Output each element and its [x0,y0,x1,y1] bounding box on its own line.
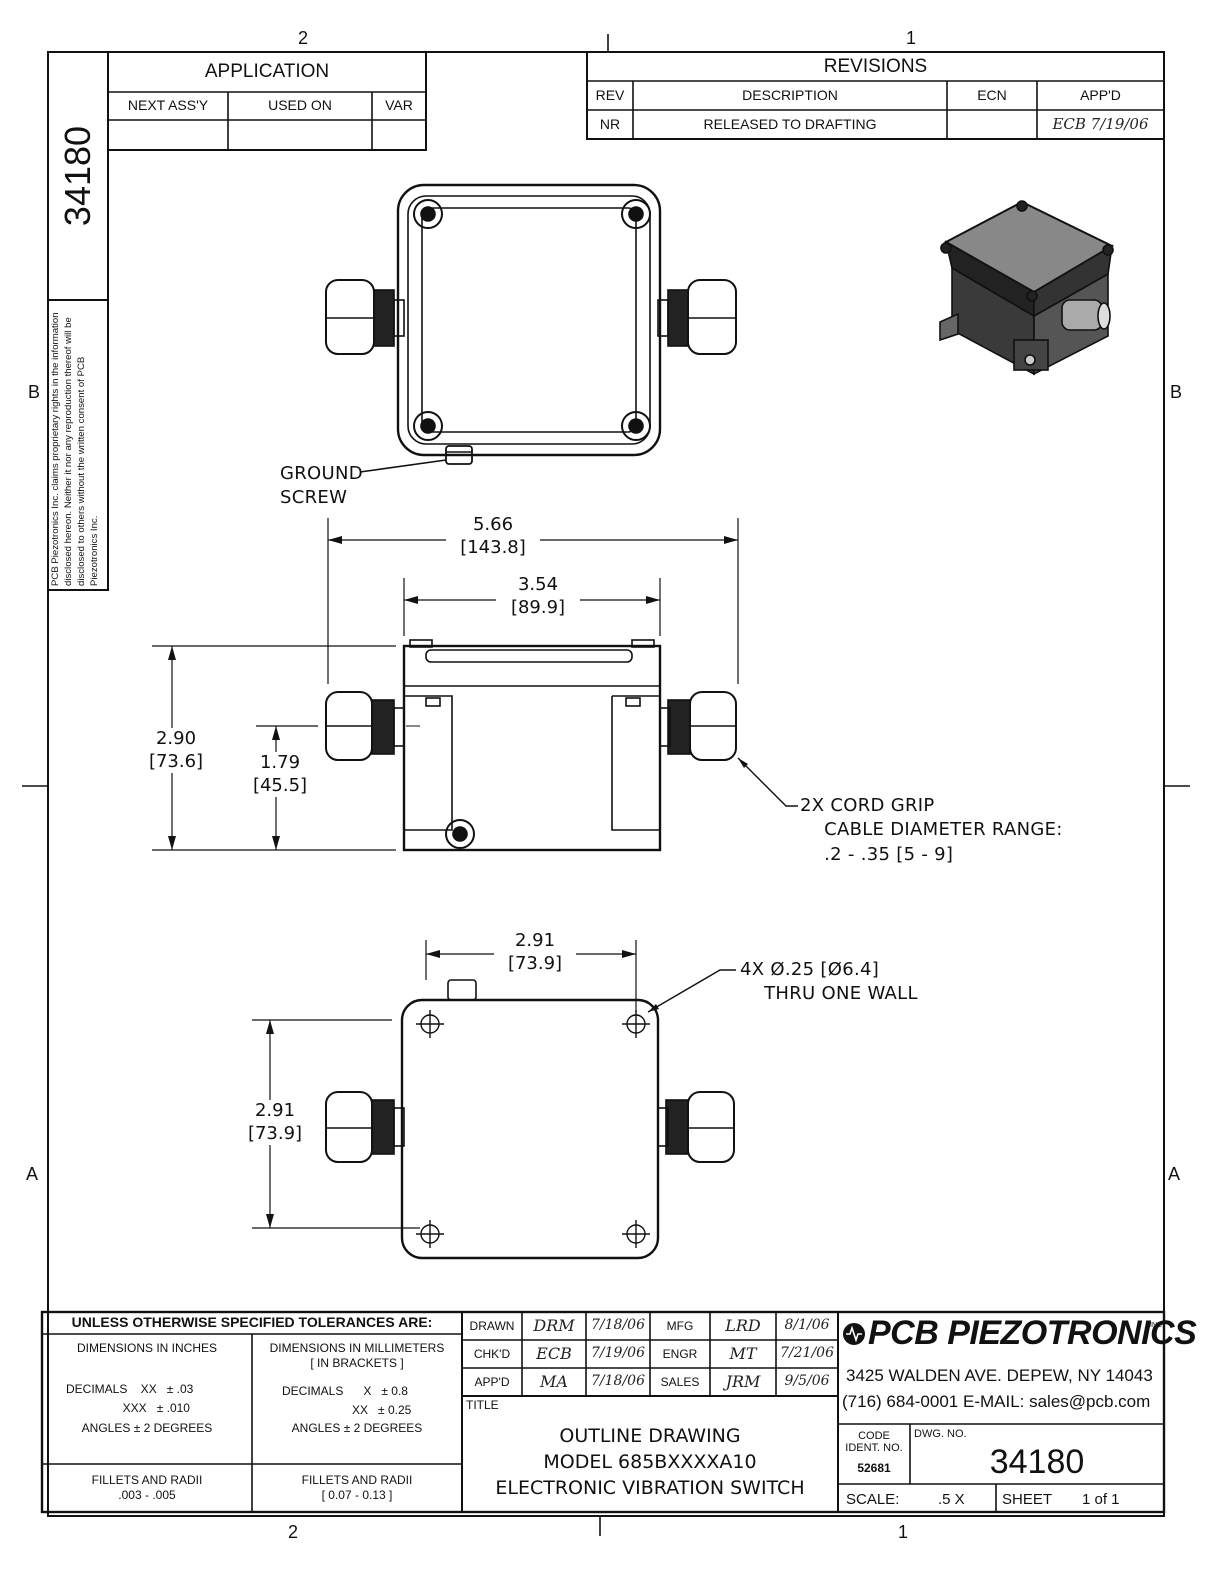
ground-screw-note: GROUND SCREW [280,463,363,509]
dim-body-width: 3.54 [89.9] [496,574,580,619]
application-next-assy: NEXT ASS'Y [127,97,209,114]
signoff-appd-date: 7/18/06 [591,1373,645,1390]
zone-row-a-right: A [1168,1164,1181,1184]
signoff-mfg-label: MFG [666,1318,694,1333]
signoff-engr-signature: MT [729,1344,757,1363]
drawing-title: OUTLINE DRAWING MODEL 685BXXXXA10 ELECTR… [495,1425,805,1499]
application-table-frame [107,51,427,151]
zone-bottom-left: 2 [288,1522,299,1542]
company-name: PCB PIEZOTRONICS [868,1314,1197,1352]
dim-hole-spacing-y: 2.91 [73.9] [236,1100,314,1145]
revisions-row-rev: NR [599,115,621,132]
signoff-drawn-label: DRAWN [469,1318,515,1333]
signoff-sales-date: 9/5/06 [784,1373,830,1390]
revisions-row-appd-signature: ECB 7/19/06 [1052,115,1149,134]
tolerances-mm-decimals: DECIMALS X ± 0.8 XX ± 0.25 [282,1384,412,1417]
bottom-view [325,969,736,1260]
revisions-table-frame [586,51,1165,140]
side-tab-proprietary-note: PCB Piezotronics Inc. claims proprietary… [50,312,100,586]
tolerances-inch-decimals: DECIMALS XX ± .03 XXX ± .010 [66,1382,194,1415]
tolerances-header: UNLESS OTHERWISE SPECIFIED TOLERANCES AR… [71,1314,433,1331]
signoff-chkd-date: 7/19/06 [591,1345,645,1362]
isometric-view [939,200,1115,376]
dim-overall-width: 5.66 [143.8] [446,514,540,559]
front-view [325,639,798,852]
signoff-sales-signature: JRM [725,1372,761,1391]
thru-wall-note: 4X Ø.25 [Ø6.4] THRU ONE WALL [740,959,918,1005]
zone-bottom-right: 1 [898,1522,909,1542]
tolerances-inch-title: DIMENSIONS IN INCHES [76,1340,217,1355]
signoff-engr-label: ENGR [662,1346,698,1361]
code-ident-label: CODE IDENT. NO. [845,1430,903,1454]
signoff-engr-date: 7/21/06 [780,1345,834,1362]
zone-top-right: 1 [906,28,917,48]
tolerances-inch-angles: ANGLES ± 2 DEGREES [81,1420,213,1435]
title-label: TITLE [466,1398,499,1412]
pcb-logo-mark [843,1323,865,1345]
company-contact: (716) 684-0001 E-MAIL: sales@pcb.com [842,1392,1151,1411]
dwg-no-label: DWG. NO. [914,1428,967,1440]
signoff-appd-label: APP'D [474,1374,510,1389]
company-address: 3425 WALDEN AVE. DEPEW, NY 14043 [846,1366,1153,1385]
signoff-mfg-date: 8/1/06 [784,1317,830,1334]
signoff-drawn-date: 7/18/06 [591,1317,645,1334]
dim-overall-height: 2.90 [73.6] [138,728,214,773]
tolerances-inch-fillets: FILLETS AND RADII .003 - .005 [91,1473,203,1502]
revisions-row-ecn [947,110,1037,139]
signoff-sales-label: SALES [660,1374,700,1389]
dim-hole-spacing-x: 2.91 [73.9] [494,930,576,975]
scale-value: .5 X [938,1491,965,1508]
signoff-chkd-signature: ECB [536,1344,572,1363]
company-suffix: INC [1150,1322,1163,1329]
revisions-col-appd: APP'D [1080,86,1121,103]
zone-row-b-right: B [1170,382,1183,402]
application-var: VAR [385,97,413,114]
tolerances-mm-angles: ANGLES ± 2 DEGREES [291,1420,423,1435]
code-ident-value: 52681 [857,1460,891,1475]
side-tab-frame [47,51,109,591]
signoff-mfg-signature: LRD [725,1316,761,1335]
zone-top-left: 2 [298,28,309,48]
revisions-row-description: RELEASED TO DRAFTING [703,115,877,132]
application-title: APPLICATION [204,61,330,83]
revisions-col-rev: REV [595,86,625,103]
dim-grip-height: 1.79 [45.5] [244,752,316,797]
signoff-chkd-label: CHK'D [473,1346,511,1361]
zone-row-b-left: B [28,382,41,402]
revisions-col-ecn: ECN [977,86,1007,103]
dwg-no-value: 34180 [989,1442,1085,1481]
cord-grip-note: 2X CORD GRIP CABLE DIAMETER RANGE: .2 - … [800,795,1063,865]
sheet-label: SHEET [1002,1491,1053,1508]
scale-label: SCALE: [846,1491,900,1508]
zone-row-a-left: A [26,1164,39,1184]
tolerances-mm-title: DIMENSIONS IN MILLIMETERS [ IN BRACKETS … [269,1341,445,1370]
side-tab-number: 34180 [57,125,98,227]
signoff-drawn-signature: DRM [533,1316,575,1335]
sheet-value: 1 of 1 [1082,1491,1120,1508]
application-used-on: USED ON [268,97,332,114]
signoff-appd-signature: MA [540,1372,568,1391]
top-view [325,183,737,473]
revisions-col-description: DESCRIPTION [742,86,838,103]
tolerances-mm-fillets: FILLETS AND RADII [ 0.07 - 0.13 ] [301,1473,413,1502]
title-block-lines [40,1310,1166,1514]
revisions-title: REVISIONS [823,55,928,77]
